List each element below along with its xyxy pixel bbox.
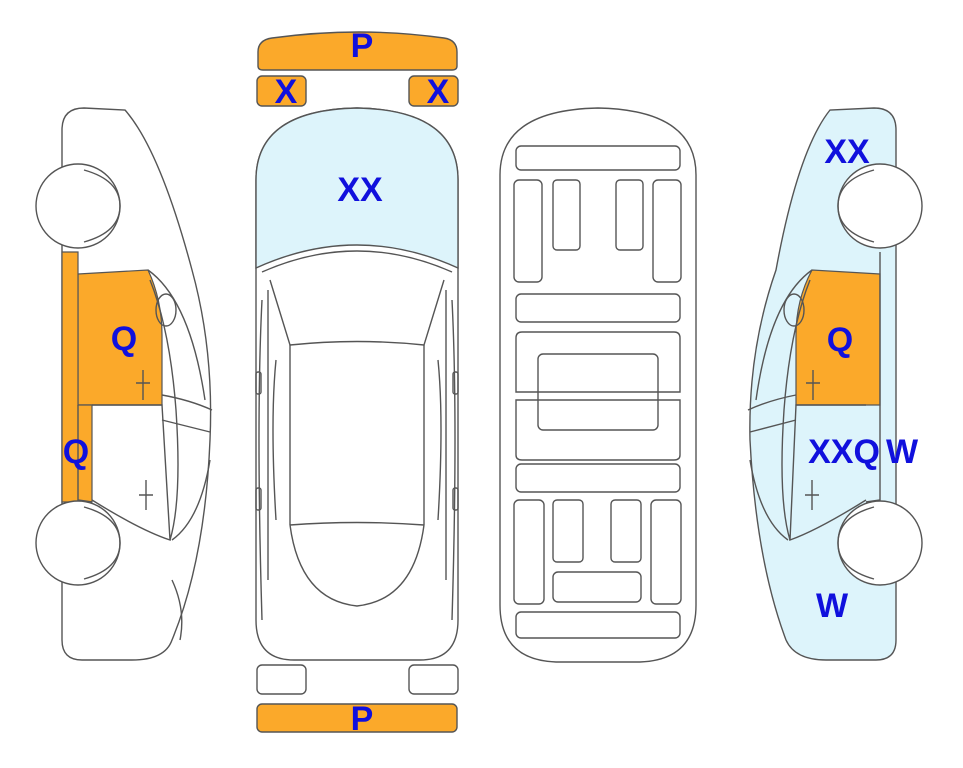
left-rear-wheel	[35, 500, 121, 586]
left-front-wheel	[35, 163, 121, 249]
underbody-view	[499, 107, 697, 663]
rear-left-light-panel[interactable]	[256, 664, 307, 695]
front-left-headlight-panel[interactable]	[256, 75, 307, 107]
right-rear-quarter-label: W	[816, 587, 849, 625]
left-side-view	[35, 107, 213, 661]
right-rear-door-label-a: XXQ	[808, 433, 880, 471]
right-side-view	[747, 107, 923, 661]
right-rear-door-label-b: W	[886, 433, 919, 471]
right-front-wheel	[837, 163, 923, 249]
hood-label: XX	[337, 171, 383, 209]
front-bumper-label: P	[351, 27, 374, 65]
front-right-headlight-panel[interactable]	[408, 75, 459, 107]
rear-bumper-panel[interactable]	[256, 703, 458, 733]
left-front-door-label: Q	[111, 320, 137, 358]
left-sill-label: Q	[63, 433, 89, 471]
rear-bumper-label: P	[351, 700, 374, 738]
right-rear-wheel	[837, 500, 923, 586]
rear-right-light-panel[interactable]	[408, 664, 459, 695]
right-front-fender-label: XX	[824, 133, 870, 171]
right-front-door-panel[interactable]	[795, 269, 881, 406]
right-front-door-label: Q	[827, 321, 853, 359]
front-right-light-label: X	[427, 73, 450, 111]
hood-panel[interactable]	[255, 107, 459, 270]
front-left-light-label: X	[275, 73, 298, 111]
front-bumper-panel[interactable]	[257, 31, 458, 71]
